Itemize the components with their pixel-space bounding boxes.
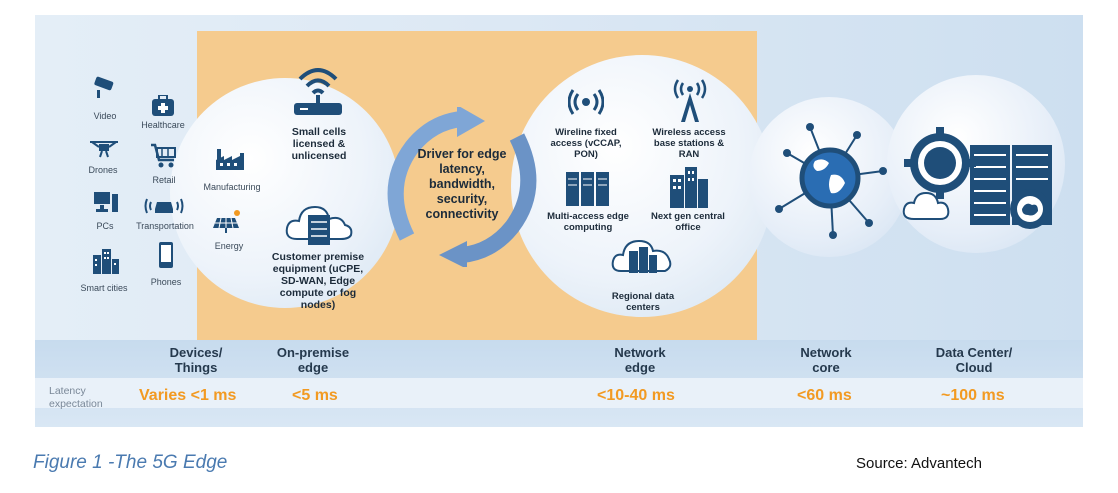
- device-label-phones: Phones: [150, 277, 182, 287]
- broadcast-icon: [568, 89, 604, 115]
- cloud-server-icon: [285, 205, 353, 245]
- pc-icon: [94, 192, 118, 212]
- latency-on-premise: <5 ms: [292, 387, 338, 404]
- wifi-router-icon: [294, 68, 342, 115]
- latency-data-center: ~100 ms: [941, 387, 1005, 404]
- latency-strip: [35, 378, 1083, 408]
- device-label-manufacturing: Manufacturing: [203, 182, 261, 192]
- drone-icon: [90, 141, 118, 158]
- edge-diagram: Video Healthcare Drones Retail PCs Trans…: [35, 15, 1083, 427]
- cloud-datacenter-icon: [611, 239, 672, 273]
- source-credit: Source: Advantech: [856, 455, 982, 472]
- latency-network-core: <60 ms: [797, 387, 852, 404]
- device-label-smart-cities: Smart cities: [80, 283, 128, 293]
- car-signal-icon: [144, 198, 184, 214]
- on-premise-circle: [170, 78, 400, 308]
- solar-panel-icon: [213, 210, 240, 233]
- healthcare-kit-icon: [152, 95, 174, 116]
- shopping-cart-icon: [151, 143, 176, 168]
- factory-icon: [216, 149, 244, 170]
- globe-network-icon: [775, 123, 887, 239]
- antenna-tower-icon: [673, 79, 707, 122]
- latency-network-edge: <10-40 ms: [597, 387, 675, 404]
- device-label-transportation: Transportation: [136, 221, 194, 231]
- figure-caption: Figure 1 -The 5G Edge: [33, 452, 228, 473]
- category-data-center: Data Center/Cloud: [935, 345, 1013, 375]
- device-label-video: Video: [93, 111, 117, 121]
- latency-devices: Varies <1 ms: [139, 387, 237, 404]
- device-label-drones: Drones: [88, 165, 118, 175]
- network-edge-circle: [511, 55, 773, 317]
- gear-cloud-icon: [902, 127, 1052, 229]
- smart-city-icon: [93, 249, 119, 274]
- phone-icon: [159, 242, 173, 268]
- device-label-retail: Retail: [152, 175, 176, 185]
- office-building-icon: [670, 167, 708, 208]
- category-devices: Devices/Things: [169, 345, 223, 375]
- device-label-energy: Energy: [214, 241, 244, 251]
- device-label-healthcare: Healthcare: [141, 120, 185, 130]
- device-label-pcs: PCs: [96, 221, 114, 231]
- server-rack-icon: [566, 172, 609, 206]
- circular-arrows-icon: [387, 107, 537, 267]
- video-camera-icon: [94, 76, 114, 98]
